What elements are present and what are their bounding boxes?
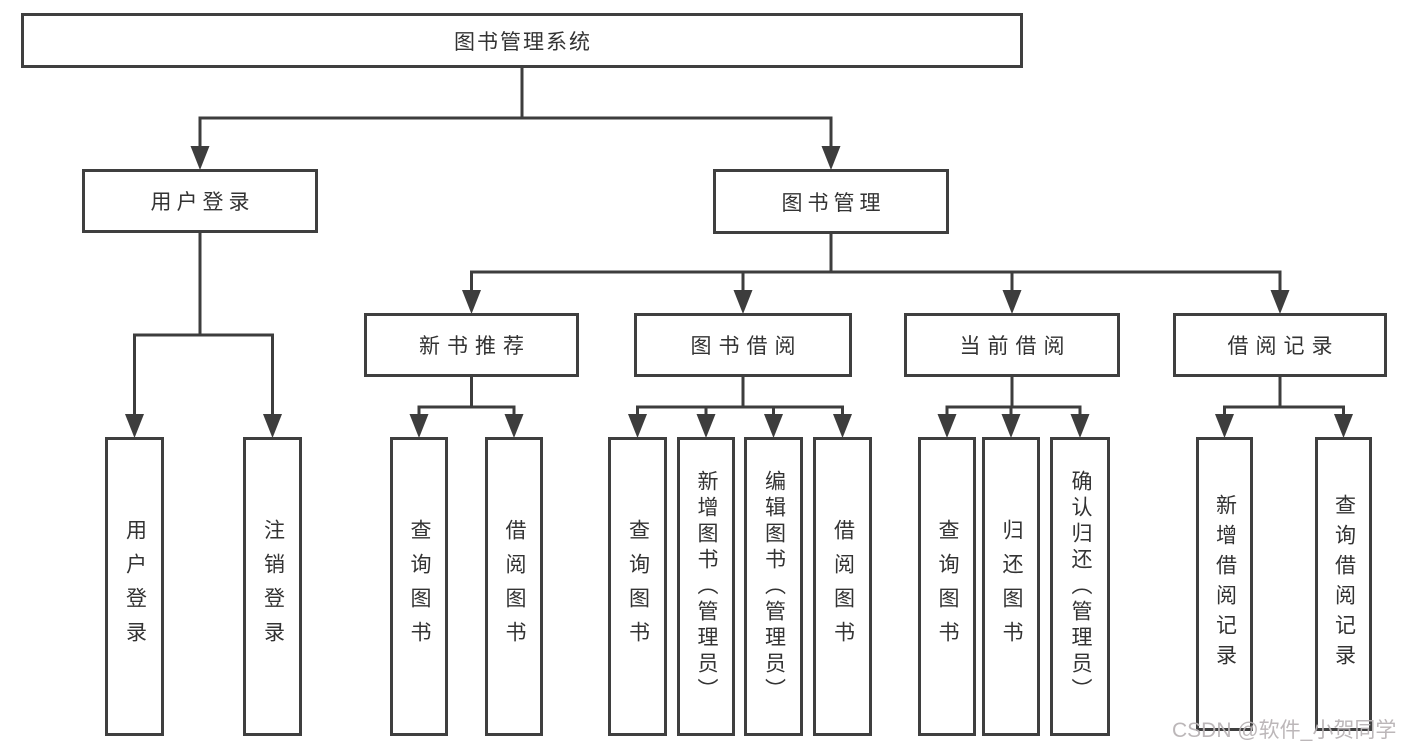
leaf-confirm-return-admin-label: 确认归还（管理员）: [1069, 469, 1092, 704]
node-new-book-recommendation: 新书推荐: [364, 313, 579, 377]
leaf-return-books: 归还图书: [982, 437, 1040, 736]
leaf-user-login-label: 用户登录: [123, 518, 147, 655]
leaf-user-login: 用户登录: [105, 437, 164, 736]
leaf-logout: 注销登录: [243, 437, 302, 736]
node-book-management-label: 图书管理: [781, 191, 886, 215]
leaf-add-books-admin-label: 新增图书（管理员）: [695, 469, 718, 704]
leaf-confirm-return-admin: 确认归还（管理员）: [1050, 437, 1110, 736]
node-current-borrowing-label: 当前借阅: [959, 335, 1072, 358]
leaf-borrow-books-newbook-label: 借阅图书: [503, 518, 526, 655]
leaf-query-books-newbook: 查询图书: [390, 437, 448, 736]
node-current-borrowing: 当前借阅: [904, 313, 1120, 377]
node-library-management-system: 图书管理系统: [21, 13, 1023, 68]
leaf-borrow-books-borrowing: 借阅图书: [813, 437, 872, 736]
leaf-query-borrow-record-label: 查询借阅记录: [1332, 494, 1356, 674]
node-borrowing-records: 借阅记录: [1173, 313, 1387, 377]
leaf-add-borrow-record: 新增借阅记录: [1196, 437, 1253, 731]
leaf-query-borrow-record: 查询借阅记录: [1315, 437, 1372, 731]
node-user-login-label: 用户登录: [150, 191, 255, 214]
node-borrowing-records-label: 借阅记录: [1227, 335, 1340, 358]
leaf-add-books-admin: 新增图书（管理员）: [677, 437, 735, 736]
leaf-query-books-newbook-label: 查询图书: [408, 518, 431, 655]
leaf-add-borrow-record-label: 新增借阅记录: [1213, 494, 1237, 674]
node-book-borrowing-label: 图书借阅: [690, 335, 803, 358]
leaf-query-books-current: 查询图书: [918, 437, 976, 736]
leaf-edit-books-admin-label: 编辑图书（管理员）: [762, 469, 786, 704]
node-new-book-recommendation-label: 新书推荐: [419, 335, 531, 358]
node-book-borrowing: 图书借阅: [634, 313, 852, 377]
node-library-management-system-label: 图书管理系统: [454, 30, 592, 54]
leaf-logout-label: 注销登录: [261, 518, 285, 655]
node-user-login: 用户登录: [82, 169, 318, 233]
leaf-edit-books-admin: 编辑图书（管理员）: [744, 437, 803, 736]
leaf-query-books-borrowing-label: 查询图书: [626, 518, 650, 655]
leaf-return-books-label: 归还图书: [1000, 518, 1023, 655]
leaf-query-books-borrowing: 查询图书: [608, 437, 667, 736]
leaf-borrow-books-newbook: 借阅图书: [485, 437, 543, 736]
node-book-management: 图书管理: [713, 169, 949, 234]
leaf-query-books-current-label: 查询图书: [936, 518, 959, 655]
leaf-borrow-books-borrowing-label: 借阅图书: [831, 518, 855, 655]
